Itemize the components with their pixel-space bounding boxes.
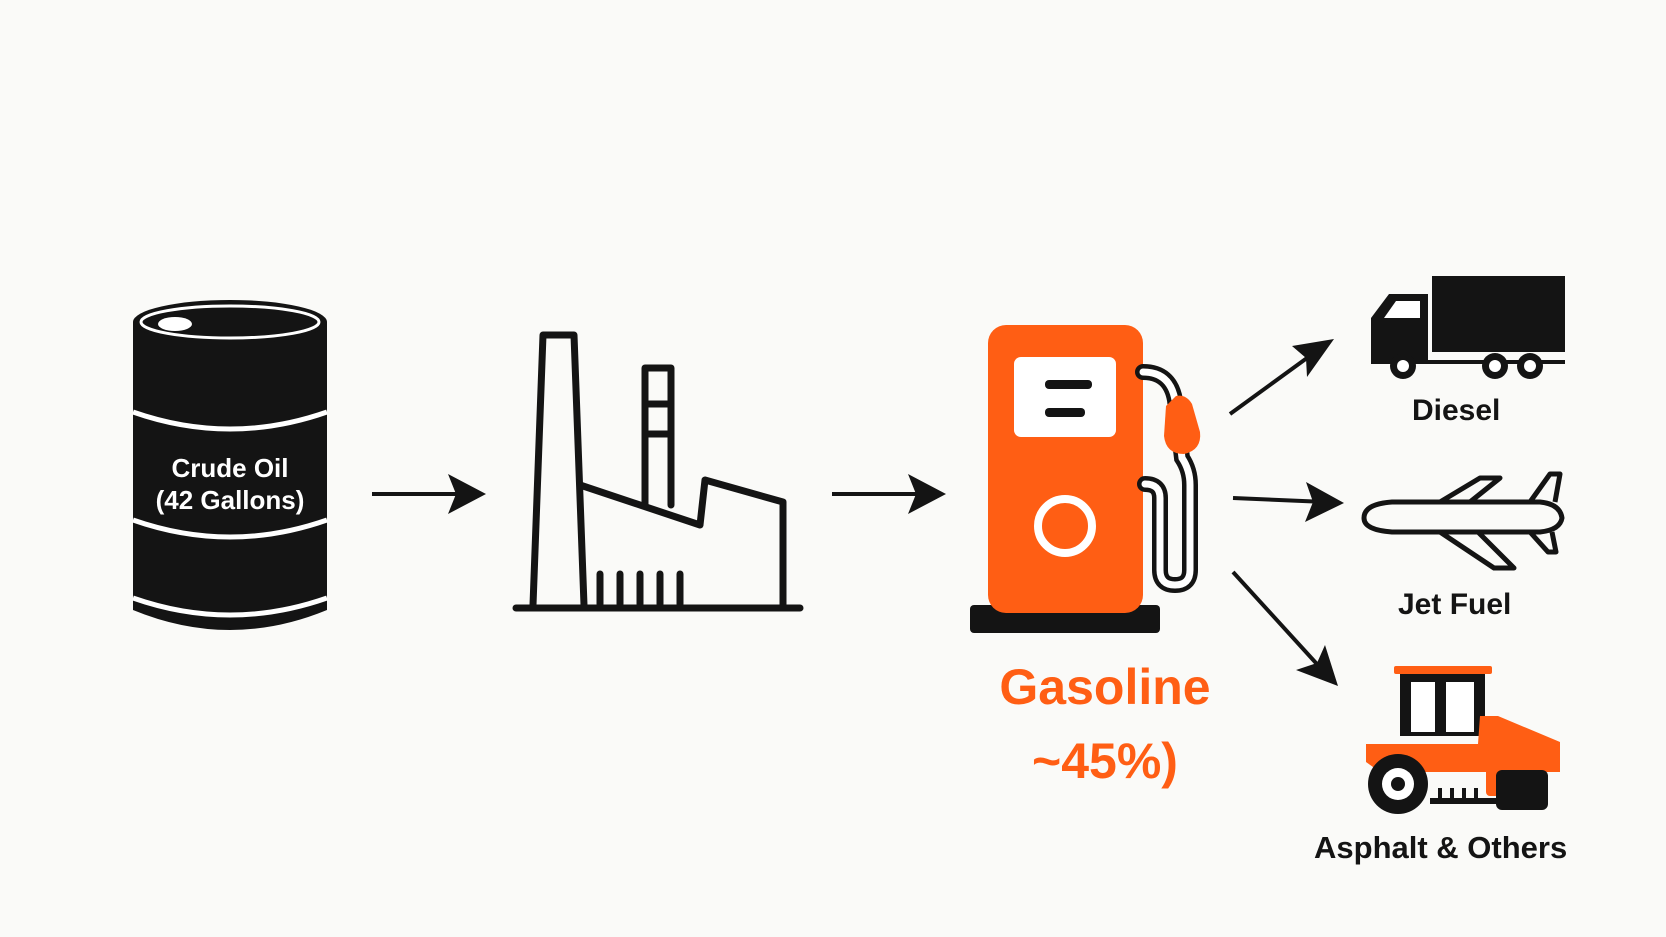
arrow-to-gasoline [832, 474, 946, 514]
gas-pump-icon [970, 325, 1201, 633]
road-roller-icon [1366, 666, 1560, 814]
diesel-label: Diesel [1412, 394, 1501, 427]
jet-fuel-label: Jet Fuel [1398, 588, 1512, 621]
crude-oil-volume-label: (42 Gallons) [155, 485, 305, 515]
arrow-to-refinery [372, 474, 486, 514]
crude-oil-label: Crude Oil [171, 453, 289, 483]
arrow-to-asphalt [1231, 570, 1338, 686]
asphalt-others-label: Asphalt & Others [1314, 830, 1568, 865]
truck-icon [1371, 276, 1565, 379]
gasoline-share-label: ~45%) [1032, 733, 1178, 789]
arrow-to-diesel [1228, 339, 1334, 416]
gasoline-label: Gasoline [999, 659, 1211, 715]
oil-barrel-icon [132, 300, 328, 630]
airplane-icon [1361, 471, 1565, 571]
arrow-to-jet-fuel [1232, 482, 1344, 522]
refinery-icon [512, 331, 804, 612]
